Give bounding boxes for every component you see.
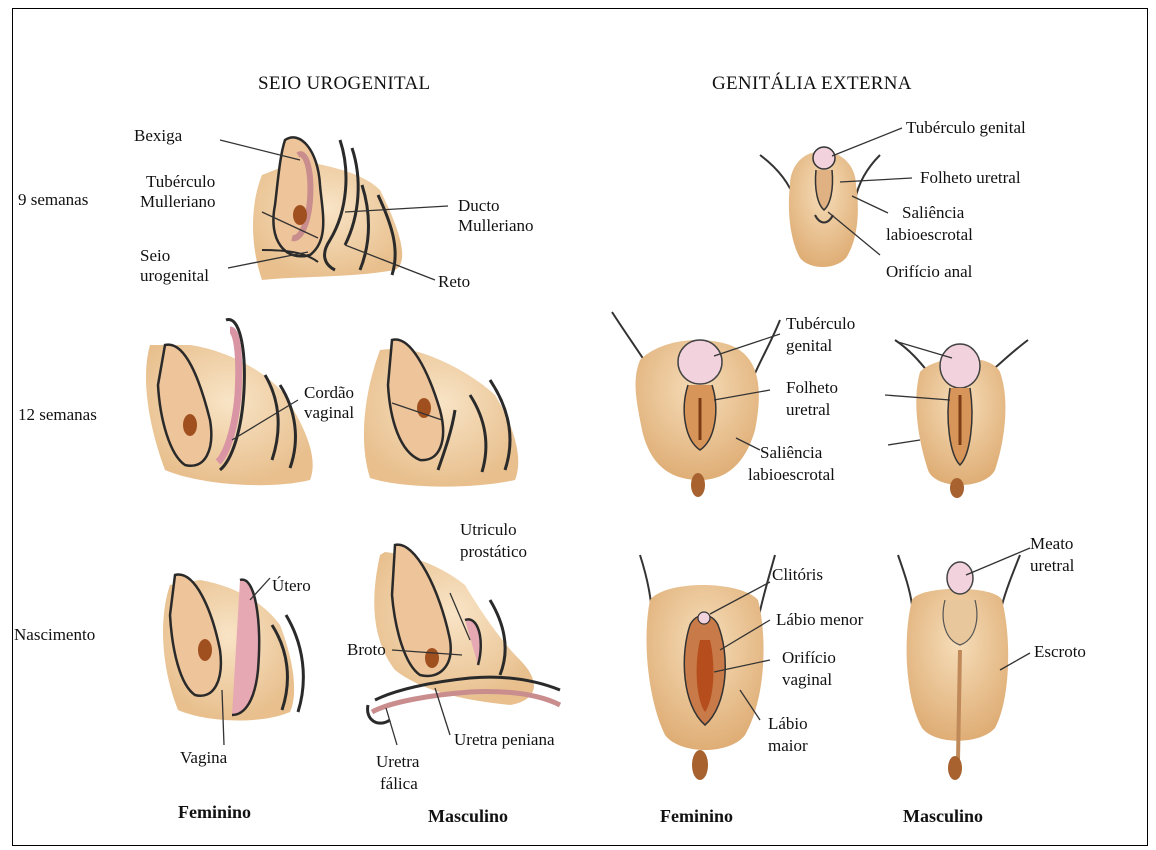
row-label-birth: Nascimento [14, 625, 95, 645]
footer-female-1: Feminino [178, 802, 251, 823]
label-saliencia-mid-1: Saliência [760, 443, 822, 463]
external-9-weeks [760, 147, 880, 267]
label-tuberculo-mulleriano-2: Mulleriano [140, 192, 216, 212]
label-meato-1: Meato [1030, 534, 1073, 554]
sagittal-12-weeks-male [364, 340, 518, 487]
label-uretra-falica-2: fálica [380, 774, 418, 794]
label-orificio-vaginal-1: Orifício [782, 648, 836, 668]
label-broto: Broto [347, 640, 386, 660]
label-uretra-falica-1: Uretra [376, 752, 419, 772]
label-bexiga: Bexiga [134, 126, 182, 146]
label-labio-maior-2: maior [768, 736, 808, 756]
external-birth-male [898, 555, 1020, 780]
label-orificio-anal: Orifício anal [886, 262, 972, 282]
label-reto: Reto [438, 272, 470, 292]
row-label-9-weeks: 9 semanas [18, 190, 88, 210]
label-seio-1: Seio [140, 246, 170, 266]
label-saliencia-mid-2: labioescrotal [748, 465, 835, 485]
label-uretra-peniana: Uretra peniana [454, 730, 555, 750]
label-ducto-1: Ducto [458, 196, 500, 216]
label-vagina: Vagina [180, 748, 227, 768]
heading-external-genitalia: GENITÁLIA EXTERNA [712, 73, 912, 95]
label-folheto-uretral-top: Folheto uretral [920, 168, 1021, 188]
label-tuberculo-genital-mid-2: genital [786, 336, 832, 356]
sagittal-12-weeks-female [146, 320, 313, 486]
label-tuberculo-genital-top: Tubérculo genital [906, 118, 1026, 138]
label-utriculo-2: prostático [460, 542, 527, 562]
label-meato-2: uretral [1030, 556, 1074, 576]
sagittal-birth-male [368, 545, 560, 724]
footer-female-2: Feminino [660, 806, 733, 827]
label-ducto-2: Mulleriano [458, 216, 534, 236]
external-12-weeks-male [895, 340, 1028, 498]
label-saliencia-top-1: Saliência [902, 203, 964, 223]
label-folheto-uretral-mid-2: uretral [786, 400, 830, 420]
label-orificio-vaginal-2: vaginal [782, 670, 832, 690]
label-tuberculo-genital-mid-1: Tubérculo [786, 314, 855, 334]
footer-male-2: Masculino [903, 806, 983, 827]
label-labio-maior-1: Lábio [768, 714, 808, 734]
label-tuberculo-mulleriano-1: Tubérculo [146, 172, 215, 192]
label-labio-menor: Lábio menor [776, 610, 863, 630]
label-cordao-2: vaginal [304, 403, 354, 423]
external-birth-female [640, 555, 775, 780]
row-label-12-weeks: 12 semanas [18, 405, 97, 425]
label-folheto-uretral-mid-1: Folheto [786, 378, 838, 398]
label-saliencia-top-2: labioescrotal [886, 225, 973, 245]
sagittal-birth-female [163, 575, 303, 721]
label-clitoris: Clitóris [772, 565, 823, 585]
label-utriculo-1: Utriculo [460, 520, 517, 540]
heading-urogenital-sinus: SEIO UROGENITAL [258, 73, 430, 95]
label-escroto: Escroto [1034, 642, 1086, 662]
label-cordao-1: Cordão [304, 383, 354, 403]
label-seio-2: urogenital [140, 266, 209, 286]
label-utero: Útero [272, 576, 311, 596]
footer-male-1: Masculino [428, 806, 508, 827]
